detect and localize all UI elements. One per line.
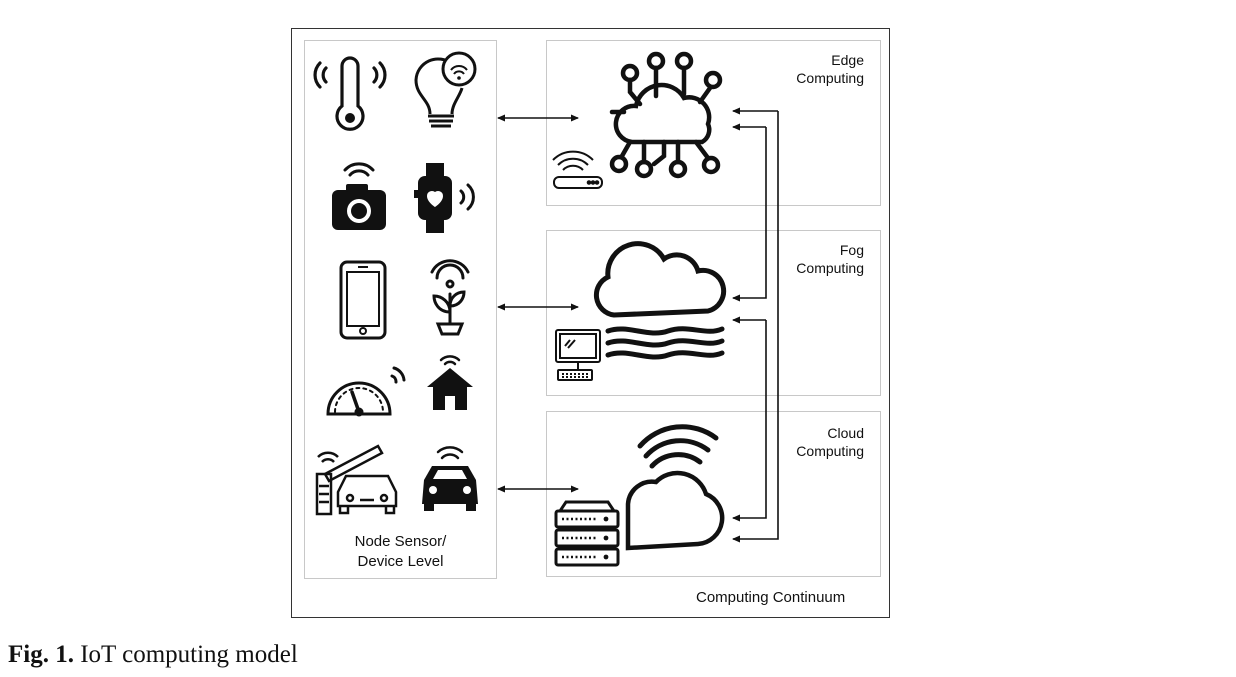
figure-caption: Fig. 1. IoT computing model — [8, 641, 298, 669]
wireless-cloud-icon — [625, 424, 725, 551]
connected-car-icon — [422, 446, 478, 511]
fog-label: Fog Computing — [740, 241, 864, 277]
edge-panel — [546, 40, 881, 206]
device-level-line2: Device Level — [357, 553, 444, 570]
gauge-icon — [326, 366, 406, 417]
camera-icon — [332, 162, 386, 230]
caption-prefix: Fig. 1. — [8, 641, 74, 668]
fog-cloud-connector — [732, 320, 767, 522]
computing-continuum-frame — [291, 28, 890, 618]
edge-label-line2: Computing — [796, 70, 864, 86]
fog-label-line1: Fog — [839, 242, 864, 258]
desktop-computer-icon — [555, 329, 601, 381]
cloud-label-line2: Computing — [796, 443, 864, 459]
caption-text: IoT computing model — [73, 641, 298, 668]
thermometer-icon — [313, 56, 387, 131]
edge-cloud-circuit-icon — [609, 51, 723, 179]
edge-cloud-connector — [732, 111, 779, 543]
smart-plant-icon — [430, 259, 470, 336]
device-level-label: Node Sensor/ Device Level — [318, 532, 483, 572]
smartphone-icon — [339, 260, 387, 340]
server-rack-icon — [554, 500, 620, 567]
continuum-label: Computing Continuum — [696, 589, 846, 606]
device-level-line1: Node Sensor/ — [354, 533, 447, 550]
edge-label-line1: Edge — [831, 52, 864, 68]
fog-label-line2: Computing — [796, 260, 864, 276]
cloud-label: Cloud Computing — [740, 424, 864, 460]
smart-home-icon — [427, 355, 473, 410]
fog-panel — [546, 230, 881, 396]
parking-barrier-icon — [315, 444, 398, 516]
smart-bulb-icon — [414, 51, 477, 128]
edge-label: Edge Computing — [740, 51, 864, 87]
smartwatch-icon — [414, 163, 475, 233]
fog-cloud-icon — [593, 241, 727, 360]
edge-fog-connector — [732, 127, 767, 302]
router-icon — [552, 150, 603, 189]
cloud-label-line1: Cloud — [827, 425, 864, 441]
